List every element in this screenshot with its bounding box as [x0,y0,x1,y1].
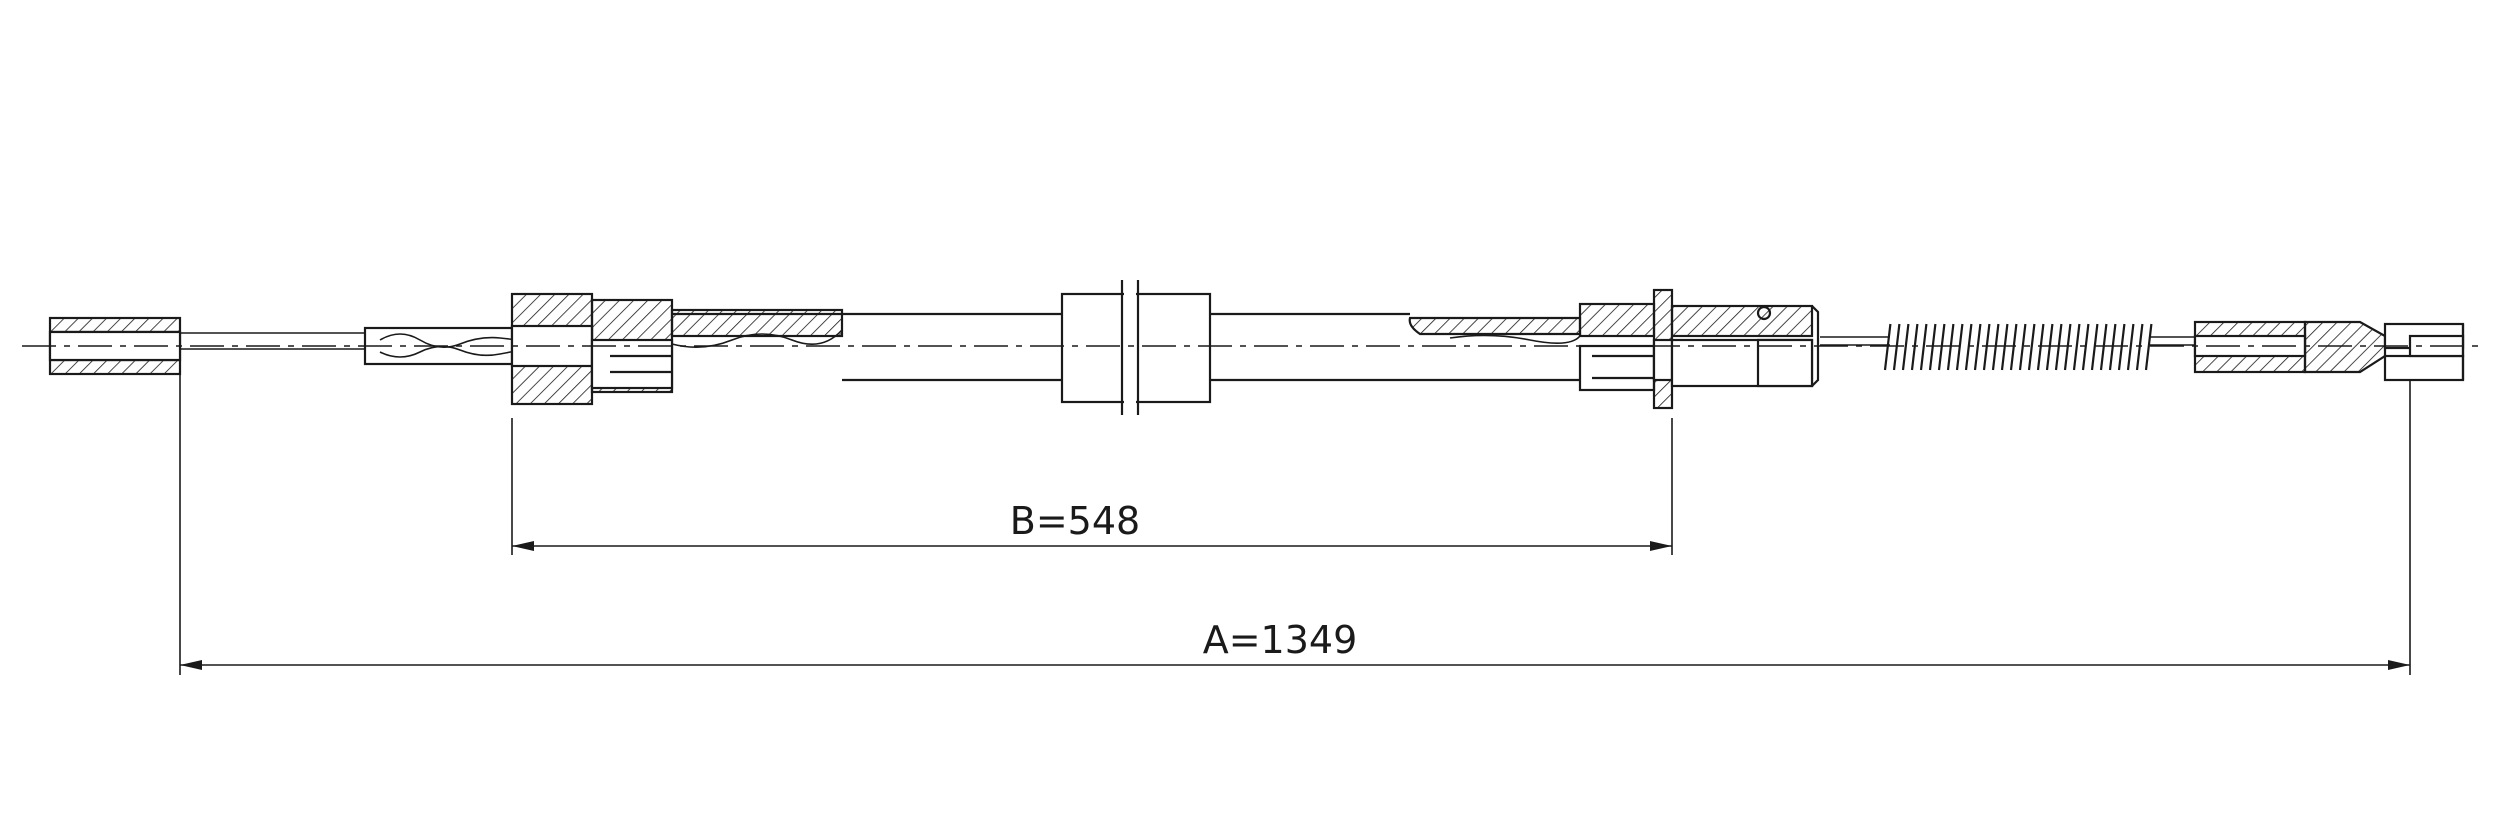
right-sleeve-tube [1670,304,1820,388]
inner-cable [180,332,2200,350]
right-adjuster [1578,288,1674,410]
dimension-b: B=548 [511,418,1673,555]
outer-conduit-right [1210,312,1582,382]
center-grommet [1060,280,1212,415]
tension-spring [1883,323,2153,371]
left-adjuster [510,292,674,406]
right-clevis [2193,320,2465,382]
outer-conduit-left [670,308,1062,382]
dimension-b-label: B=548 [1010,499,1140,543]
spring-coils [1883,323,2153,371]
dimension-a-label: A=1349 [1203,618,1358,662]
dimension-a: A=1349 [179,374,2411,675]
